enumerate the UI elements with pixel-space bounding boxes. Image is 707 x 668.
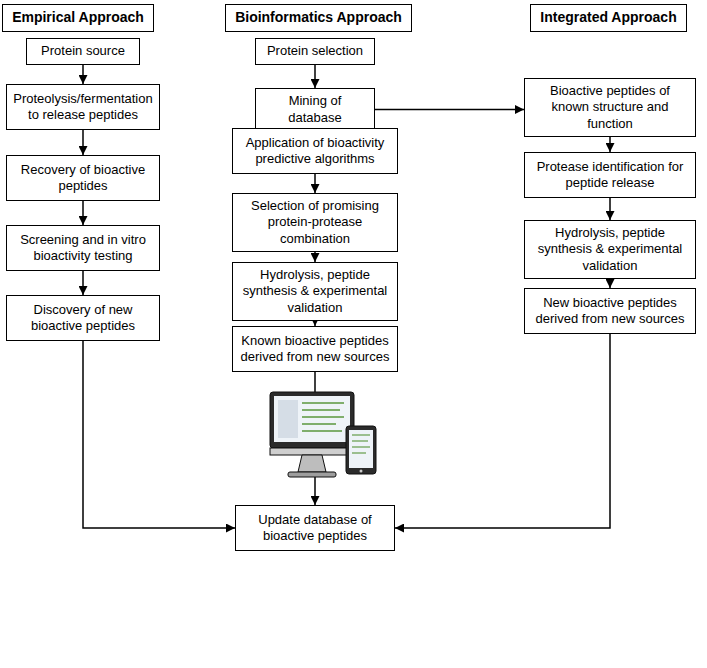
approach-header: Integrated Approach: [530, 4, 687, 32]
box-text: Hydrolysis, peptide synthesis & experime…: [238, 267, 392, 316]
process-box: Known bioactive peptides derived from ne…: [232, 326, 398, 372]
box-text: Selection of promising protein-protease …: [238, 198, 392, 247]
approach-header: Empirical Approach: [2, 4, 154, 32]
box-text: Protease identification for peptide rele…: [530, 159, 690, 192]
process-box: Bioactive peptides of known structure an…: [524, 78, 696, 137]
flow-arrow: [314, 65, 316, 88]
flow-arrow: [82, 201, 84, 225]
process-box: Proteolysis/fermentation to release pept…: [6, 84, 160, 130]
box-text: Discovery of new bioactive peptides: [12, 302, 154, 335]
process-box: Recovery of bioactive peptides: [6, 155, 160, 201]
flow-arrow: [395, 334, 610, 528]
box-text: Protein selection: [267, 43, 363, 59]
flow-arrow: [609, 279, 611, 288]
box-text: New bioactive peptides derived from new …: [530, 295, 690, 328]
tablet-device: [346, 426, 376, 474]
flow-arrow: [609, 198, 611, 220]
flow-arrow: [314, 174, 316, 193]
process-box: Mining of database: [255, 88, 375, 131]
box-text: Empirical Approach: [12, 9, 144, 27]
flow-arrow: [83, 341, 235, 528]
flow-arrow: [314, 252, 316, 262]
flow-arrow: [82, 130, 84, 155]
flow-arrow: [82, 65, 84, 84]
flow-arrow: [609, 137, 611, 152]
approach-header: Bioinformatics Approach: [225, 4, 412, 32]
process-box: New bioactive peptides derived from new …: [524, 288, 696, 334]
process-box: Discovery of new bioactive peptides: [6, 295, 160, 341]
box-text: Protein source: [41, 43, 125, 59]
process-box: Application of bioactivity predictive al…: [232, 128, 398, 174]
box-text: Integrated Approach: [540, 9, 676, 27]
box-text: Bioactive peptides of known structure an…: [530, 83, 690, 132]
desktop-monitor: [270, 392, 354, 477]
flow-arrow: [82, 271, 84, 295]
box-text: Mining of database: [261, 93, 369, 126]
box-text: Recovery of bioactive peptides: [12, 162, 154, 195]
process-box: Screening and in vitro bioactivity testi…: [6, 225, 160, 271]
process-box: Protease identification for peptide rele…: [524, 152, 696, 198]
box-text: Known bioactive peptides derived from ne…: [238, 333, 392, 366]
box-text: Screening and in vitro bioactivity testi…: [12, 232, 154, 265]
box-text: Application of bioactivity predictive al…: [238, 135, 392, 168]
process-box: Hydrolysis, peptide synthesis & experime…: [232, 262, 398, 321]
box-text: Hydrolysis, peptide synthesis & experime…: [530, 225, 690, 274]
box-text: Proteolysis/fermentation to release pept…: [12, 91, 154, 124]
process-box: Selection of promising protein-protease …: [232, 193, 398, 252]
process-box: Hydrolysis, peptide synthesis & experime…: [524, 220, 696, 279]
box-text: Bioinformatics Approach: [235, 9, 402, 27]
box-text: Update database of bioactive peptides: [241, 512, 389, 545]
flow-arrow: [375, 109, 524, 111]
process-box: Protein selection: [255, 38, 375, 65]
process-box: Update database of bioactive peptides: [235, 505, 395, 551]
process-box: Protein source: [26, 38, 140, 65]
